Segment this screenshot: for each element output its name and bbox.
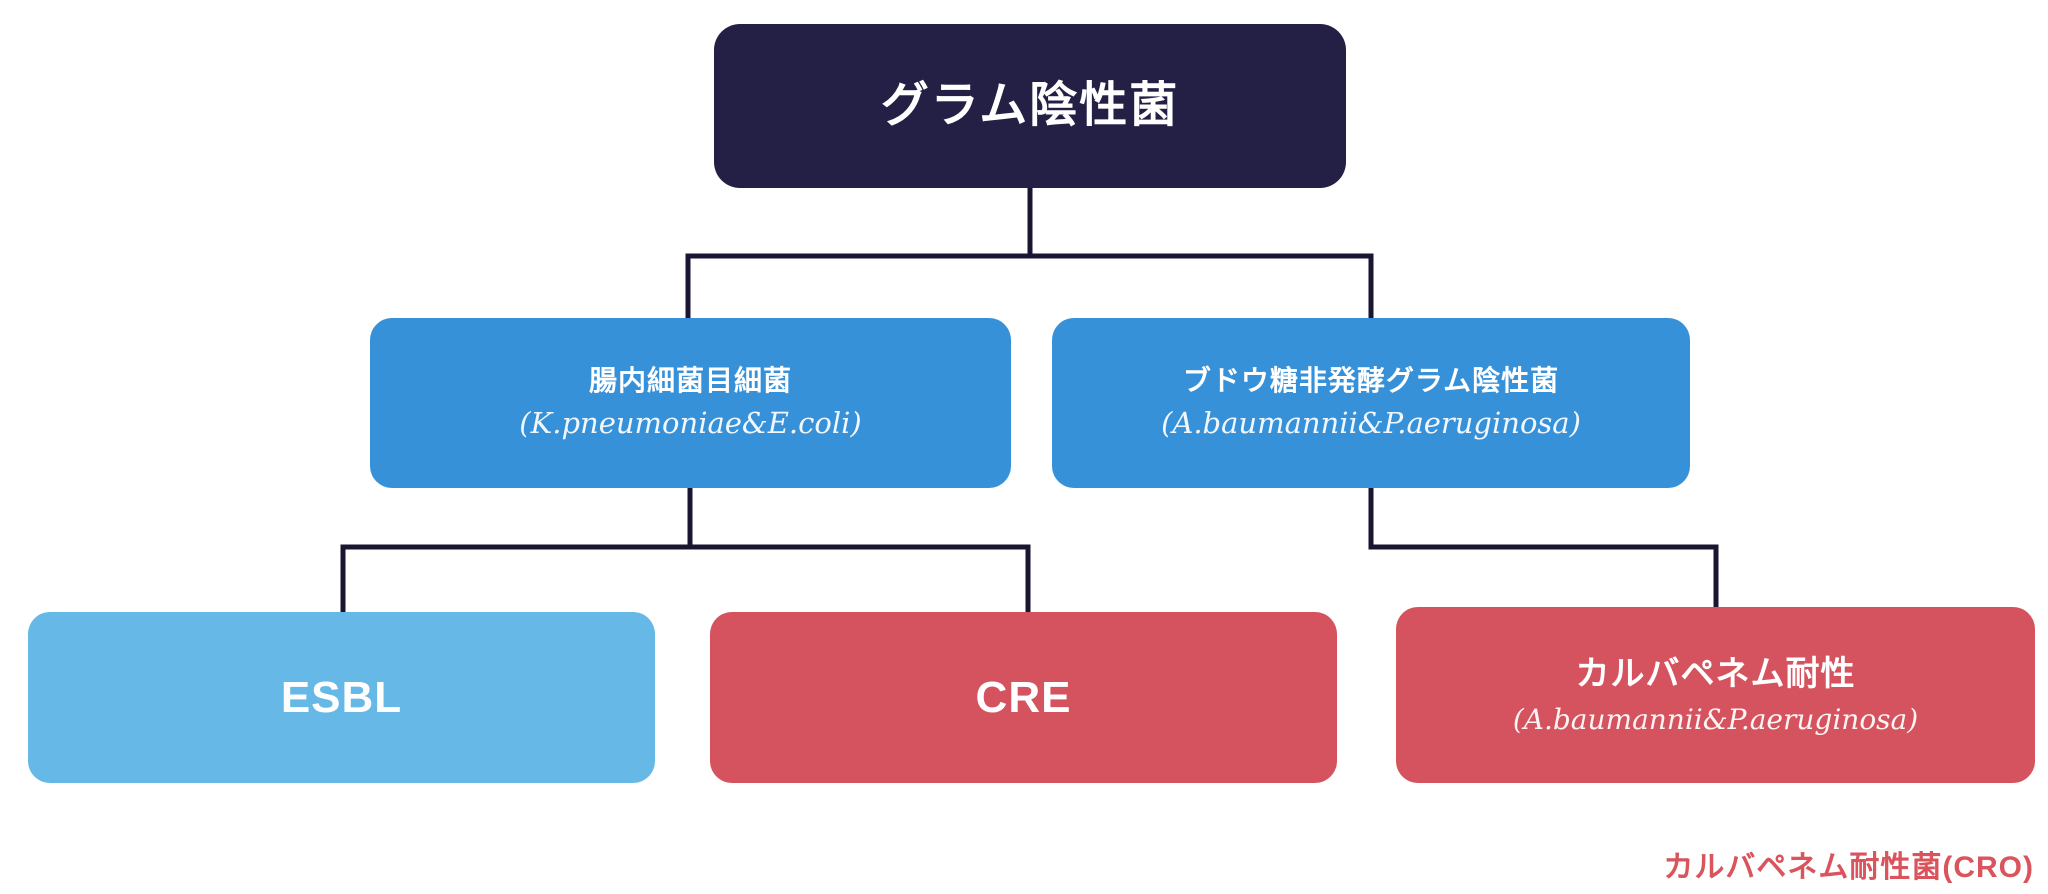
node-glucose-nonfermenting-label: ブドウ糖非発酵グラム陰性菌	[1182, 364, 1560, 396]
connector-nonfermenter-carbapenem	[1368, 488, 1719, 607]
node-glucose-nonfermenting: ブドウ糖非発酵グラム陰性菌 (A.baumannii&P.aeruginosa)	[1052, 318, 1690, 488]
node-carbapenem-resistant-label: カルバペネム耐性	[1575, 654, 1856, 693]
node-enterobacterales-species: (K.pneumoniae&E.coli)	[519, 406, 862, 441]
node-gram-negative: グラム陰性菌	[714, 24, 1346, 188]
node-enterobacterales: 腸内細菌目細菌 (K.pneumoniae&E.coli)	[370, 318, 1011, 488]
node-esbl: ESBL	[28, 612, 655, 783]
node-cre: CRE	[710, 612, 1337, 783]
connector-entero-children	[340, 544, 1031, 612]
node-glucose-nonfermenting-species: (A.baumannii&P.aeruginosa)	[1161, 406, 1581, 441]
node-carbapenem-resistant: カルバペネム耐性 (A.baumannii&P.aeruginosa)	[1396, 607, 2035, 783]
node-carbapenem-resistant-species: (A.baumannii&P.aeruginosa)	[1512, 702, 1919, 736]
node-esbl-label: ESBL	[280, 672, 403, 722]
cro-footnote: カルバペネム耐性菌(CRO)	[1663, 851, 2034, 884]
node-cre-label: CRE	[975, 672, 1072, 722]
connector-root-branches	[685, 253, 1374, 318]
node-enterobacterales-label: 腸内細菌目細菌	[588, 364, 792, 396]
node-gram-negative-label: グラム陰性菌	[880, 78, 1180, 132]
